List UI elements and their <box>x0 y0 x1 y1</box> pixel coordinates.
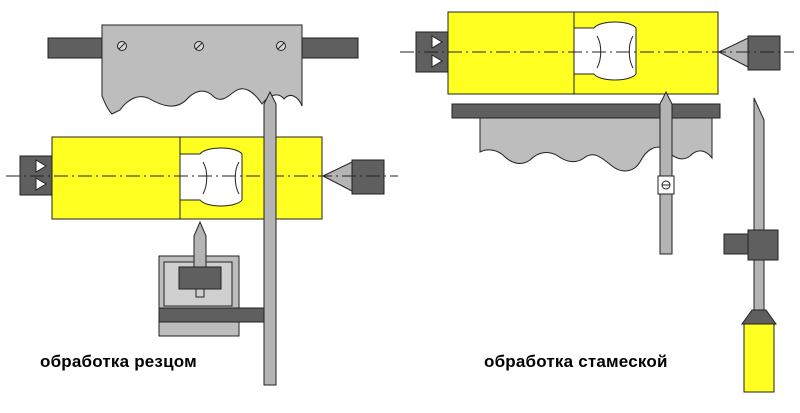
template-top-bar <box>451 103 721 119</box>
screw-icon <box>194 41 204 51</box>
cutter-tool <box>193 220 207 268</box>
workpiece-right <box>447 11 719 95</box>
copy-template-right <box>451 103 721 172</box>
chisel-tool <box>723 97 779 393</box>
guide-bar <box>158 307 277 323</box>
chisel-handle <box>743 323 775 393</box>
screw-icon <box>117 41 127 51</box>
cutter-clamp <box>178 266 222 290</box>
ferrule <box>741 309 777 325</box>
tool-rest-left <box>158 220 277 337</box>
cutter-turning-diagram <box>6 24 398 386</box>
template-board <box>479 117 713 172</box>
turned-profile <box>179 147 243 207</box>
copy-stylus-left <box>263 90 277 386</box>
workpiece-left <box>51 136 323 220</box>
template-rod-right <box>301 37 359 59</box>
chisel-turning-diagram <box>400 11 794 393</box>
caption-chisel-turning: обработка стамеской <box>484 352 668 371</box>
template-rod-left <box>47 37 103 59</box>
template-board <box>101 24 303 115</box>
chisel-stylus <box>659 90 673 255</box>
screw-icon <box>661 180 671 190</box>
caption-cutter-turning: обработка резцом <box>40 352 197 371</box>
turned-profile <box>573 21 637 81</box>
chisel-blade <box>753 97 765 311</box>
workpiece-blank <box>51 136 323 220</box>
screw-icon <box>276 41 286 51</box>
tail-center-left <box>321 159 385 195</box>
copy-template-left <box>47 24 359 115</box>
chisel-clamp <box>747 229 779 261</box>
tail-center-right <box>717 35 781 71</box>
chisel-holder <box>657 90 675 255</box>
clamp-screw <box>723 233 749 255</box>
